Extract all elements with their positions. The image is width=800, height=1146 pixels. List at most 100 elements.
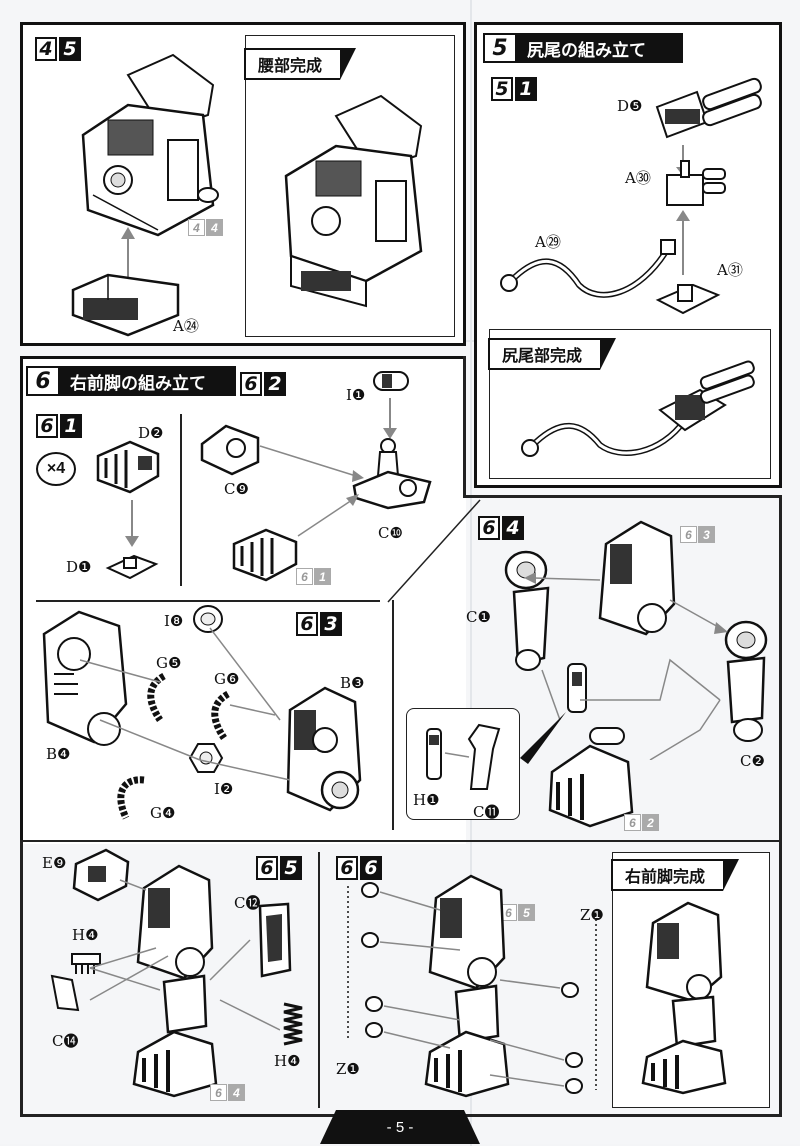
part-label-c12: C⓬ — [234, 894, 261, 912]
part-label-g4: G❹ — [150, 804, 176, 822]
ref-step-sub: 4 — [228, 1084, 245, 1101]
part-label-g6: G❻ — [214, 670, 240, 688]
step-sub: 2 — [264, 372, 286, 396]
step-sub: 1 — [515, 77, 537, 101]
tail-complete-box: 尻尾部完成 — [488, 329, 771, 479]
part-label-i1: I❶ — [346, 386, 366, 404]
part-label-g5: G❺ — [156, 654, 182, 672]
part-c2-drawing — [724, 620, 768, 742]
part-c12-drawing — [258, 902, 292, 978]
part-label-i8: I❽ — [164, 612, 184, 630]
part-a30-drawing — [666, 160, 726, 206]
part-label-h1: H❶ — [413, 791, 440, 809]
leg-assembly-drawing — [424, 874, 510, 1098]
part-label-a30: A㉚ — [625, 169, 651, 187]
part-h4-spring-drawing — [283, 1002, 303, 1046]
step-sub: 1 — [60, 414, 82, 438]
assembly-arrow — [676, 210, 690, 275]
part-label-c14: C⓮ — [52, 1032, 79, 1050]
waist-complete-drawing — [284, 94, 423, 308]
part-label-d5: D❺ — [617, 97, 643, 115]
ref-step-main: 6 — [210, 1084, 227, 1101]
screws-and-arrows — [347, 882, 597, 1094]
ref-step-sub: 3 — [698, 526, 715, 543]
part-label-b4: B❹ — [46, 745, 71, 763]
divider — [318, 852, 320, 1108]
divider — [392, 600, 394, 830]
part-a31-drawing — [655, 283, 721, 315]
part-label-c10: C❿ — [378, 524, 403, 542]
step-main: 4 — [35, 37, 57, 61]
frame-edge — [463, 356, 466, 498]
assembly-arrow — [125, 500, 139, 547]
inset-box: H❶ C⓫ — [406, 708, 520, 821]
inset-pointer — [520, 712, 566, 764]
frame-edge — [20, 840, 23, 1117]
step-6-banner: 6 右前脚の組み立て — [26, 366, 236, 396]
ref-step-sub: 5 — [518, 904, 535, 921]
part-label-c1: C❶ — [466, 608, 491, 626]
frame-edge — [779, 495, 782, 1117]
banner-title: 尻尾の組み立て — [527, 40, 646, 61]
part-i1-drawing — [373, 371, 409, 391]
part-b4-drawing — [42, 610, 128, 746]
step-main: 6 — [240, 372, 262, 396]
banner-number: 5 — [483, 33, 517, 63]
part-h4-comb-drawing — [71, 953, 101, 974]
step-main: 6 — [256, 856, 278, 880]
ref-step-main: 6 — [296, 568, 313, 585]
part-g4-drawing — [117, 776, 145, 820]
part-label-c11: C⓫ — [473, 803, 500, 821]
step-main: 6 — [296, 612, 318, 636]
part-label-a24: A㉔ — [173, 317, 199, 335]
step-main: 5 — [491, 77, 513, 101]
part-label-b3: B❸ — [340, 674, 365, 692]
part-label-c2: C❷ — [740, 752, 765, 770]
part-d5-drawing — [655, 77, 762, 139]
step-main: 6 — [478, 516, 500, 540]
waist-complete-box: 腰部完成 — [244, 35, 455, 337]
step-sub: 5 — [280, 856, 302, 880]
leg-assembly-drawing — [132, 864, 218, 1098]
part-a29-drawing — [500, 239, 676, 298]
frame-edge — [463, 495, 782, 498]
ref-step-main: 6 — [500, 904, 517, 921]
step-5-banner: 5 尻尾の組み立て — [483, 33, 683, 63]
part-i8-drawing — [193, 605, 223, 633]
divider — [20, 840, 782, 842]
part-label-a31: A㉛ — [717, 261, 743, 279]
waist-assembly-drawing — [81, 53, 219, 237]
page-number-footer: - 5 - — [320, 1110, 480, 1144]
part-e9-drawing — [72, 848, 130, 902]
foreleg-complete-box: 右前脚完成 — [611, 852, 770, 1108]
assembly-arrows — [79, 627, 291, 781]
ref-step-main: 6 — [680, 526, 697, 543]
part-a24-drawing — [71, 273, 180, 337]
waist-complete-title: 腰部完成 — [258, 56, 323, 75]
upper-leg-drawing — [598, 520, 676, 636]
tail-complete-title: 尻尾部完成 — [502, 346, 583, 365]
assembly-arrows — [89, 879, 280, 1031]
part-label-e9: E❾ — [42, 854, 67, 872]
foreleg-complete-tab: 右前脚完成 — [611, 859, 740, 891]
banner-title: 右前脚の組み立て — [70, 373, 206, 394]
inset-parts-drawing — [426, 723, 501, 790]
foreleg-complete-drawing — [641, 901, 727, 1095]
part-label-d1: D❶ — [66, 558, 92, 576]
banner-number: 6 — [26, 366, 60, 396]
assembly-arrows — [524, 572, 728, 760]
ref-step-sub: 2 — [642, 814, 659, 831]
part-label-d2: D❷ — [138, 424, 164, 442]
part-i2-drawing — [188, 743, 224, 773]
